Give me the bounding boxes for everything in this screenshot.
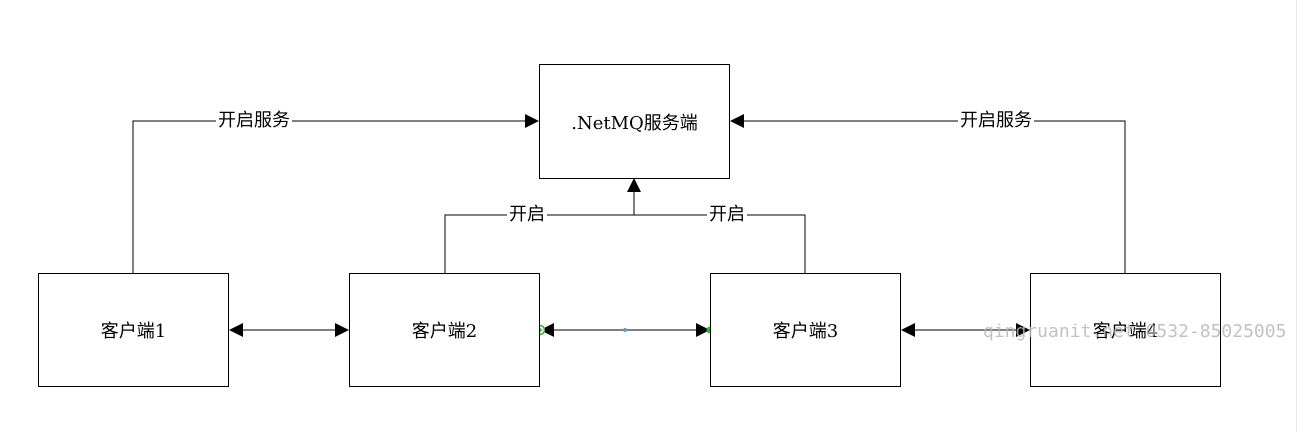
- selection-handle-mid[interactable]: [623, 328, 627, 332]
- client-node-label: 客户端4: [1092, 321, 1159, 342]
- client-node-1[interactable]: 客户端1: [38, 273, 229, 387]
- client-node-2[interactable]: 客户端2: [349, 273, 540, 387]
- edge-label-client4-server: 开启服务: [958, 110, 1034, 131]
- watermark-text: qingruanit.net 0532-85025005: [983, 321, 1287, 342]
- server-node[interactable]: .NetMQ服务端: [539, 64, 730, 179]
- client-node-label: 客户端2: [411, 321, 478, 342]
- client-node-3[interactable]: 客户端3: [710, 273, 901, 387]
- edge-client2-server[interactable]: [444, 214, 634, 273]
- client-node-4[interactable]: 客户端4: [1030, 273, 1221, 387]
- edge-label-client2-server: 开启: [507, 204, 547, 225]
- edge-client1-server[interactable]: [132, 114, 539, 273]
- edge-client4-server[interactable]: [730, 114, 1126, 273]
- edge-client3-server[interactable]: [634, 214, 806, 273]
- server-node-label: .NetMQ服务端: [571, 112, 698, 134]
- edge-label-client1-server: 开启服务: [216, 110, 292, 131]
- page-edge-divider: [1296, 0, 1297, 432]
- client-node-label: 客户端3: [772, 321, 839, 342]
- edge-label-client3-server: 开启: [707, 204, 747, 225]
- client-node-label: 客户端1: [100, 321, 167, 342]
